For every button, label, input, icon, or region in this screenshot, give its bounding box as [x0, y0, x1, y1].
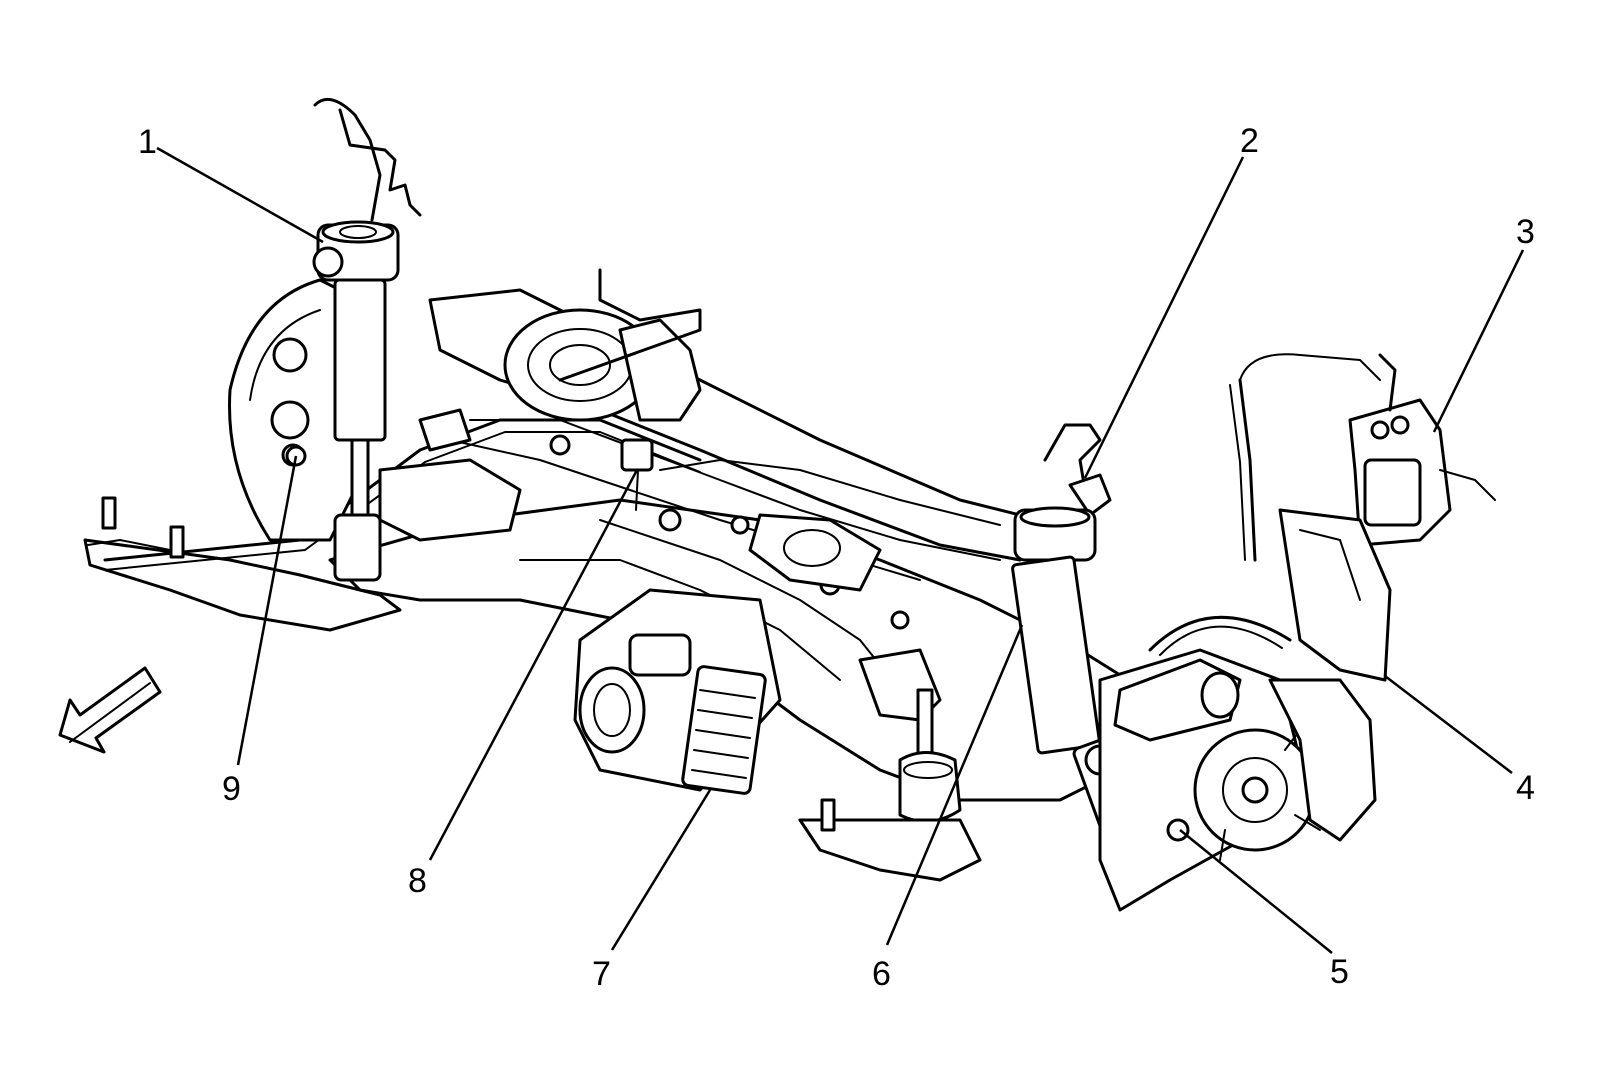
callout-2: 2: [1240, 122, 1259, 160]
callout-3: 3: [1516, 213, 1535, 251]
leader-7: [610, 789, 712, 951]
callout-1: 1: [138, 123, 157, 161]
callout-9: 9: [222, 770, 241, 808]
leader-2: [1083, 156, 1245, 479]
air-compressor: [573, 588, 782, 795]
left-rotor-knuckle: [228, 278, 362, 542]
left-lower-arm: [378, 408, 522, 542]
leader-1: [156, 146, 324, 244]
right-upper-control-arm: [1113, 615, 1292, 742]
right-air-spring: [798, 648, 982, 882]
leader-3: [1432, 249, 1525, 433]
leader-lines: [156, 146, 1525, 954]
callout-4: 4: [1516, 769, 1535, 807]
leader-8: [428, 469, 639, 861]
callout-6: 6: [872, 955, 891, 993]
differential-housing: [503, 308, 882, 592]
height-sensor: [620, 438, 654, 511]
leader-4: [1384, 675, 1513, 774]
callout-labels: 1 2 3 4 5 6 7 8 9: [138, 122, 1535, 993]
left-air-shock: [312, 97, 422, 582]
leader-5: [1179, 829, 1333, 954]
callout-7: 7: [592, 955, 611, 993]
air-suspension-module: [1348, 353, 1496, 547]
front-direction-arrow-icon: [58, 666, 162, 754]
left-mount-studs: [87, 496, 185, 559]
callout-5: 5: [1330, 953, 1349, 991]
leader-9: [236, 455, 298, 766]
module-mounting-bracket: [1278, 508, 1392, 682]
callout-8: 8: [408, 862, 427, 900]
leader-6: [885, 624, 1024, 946]
